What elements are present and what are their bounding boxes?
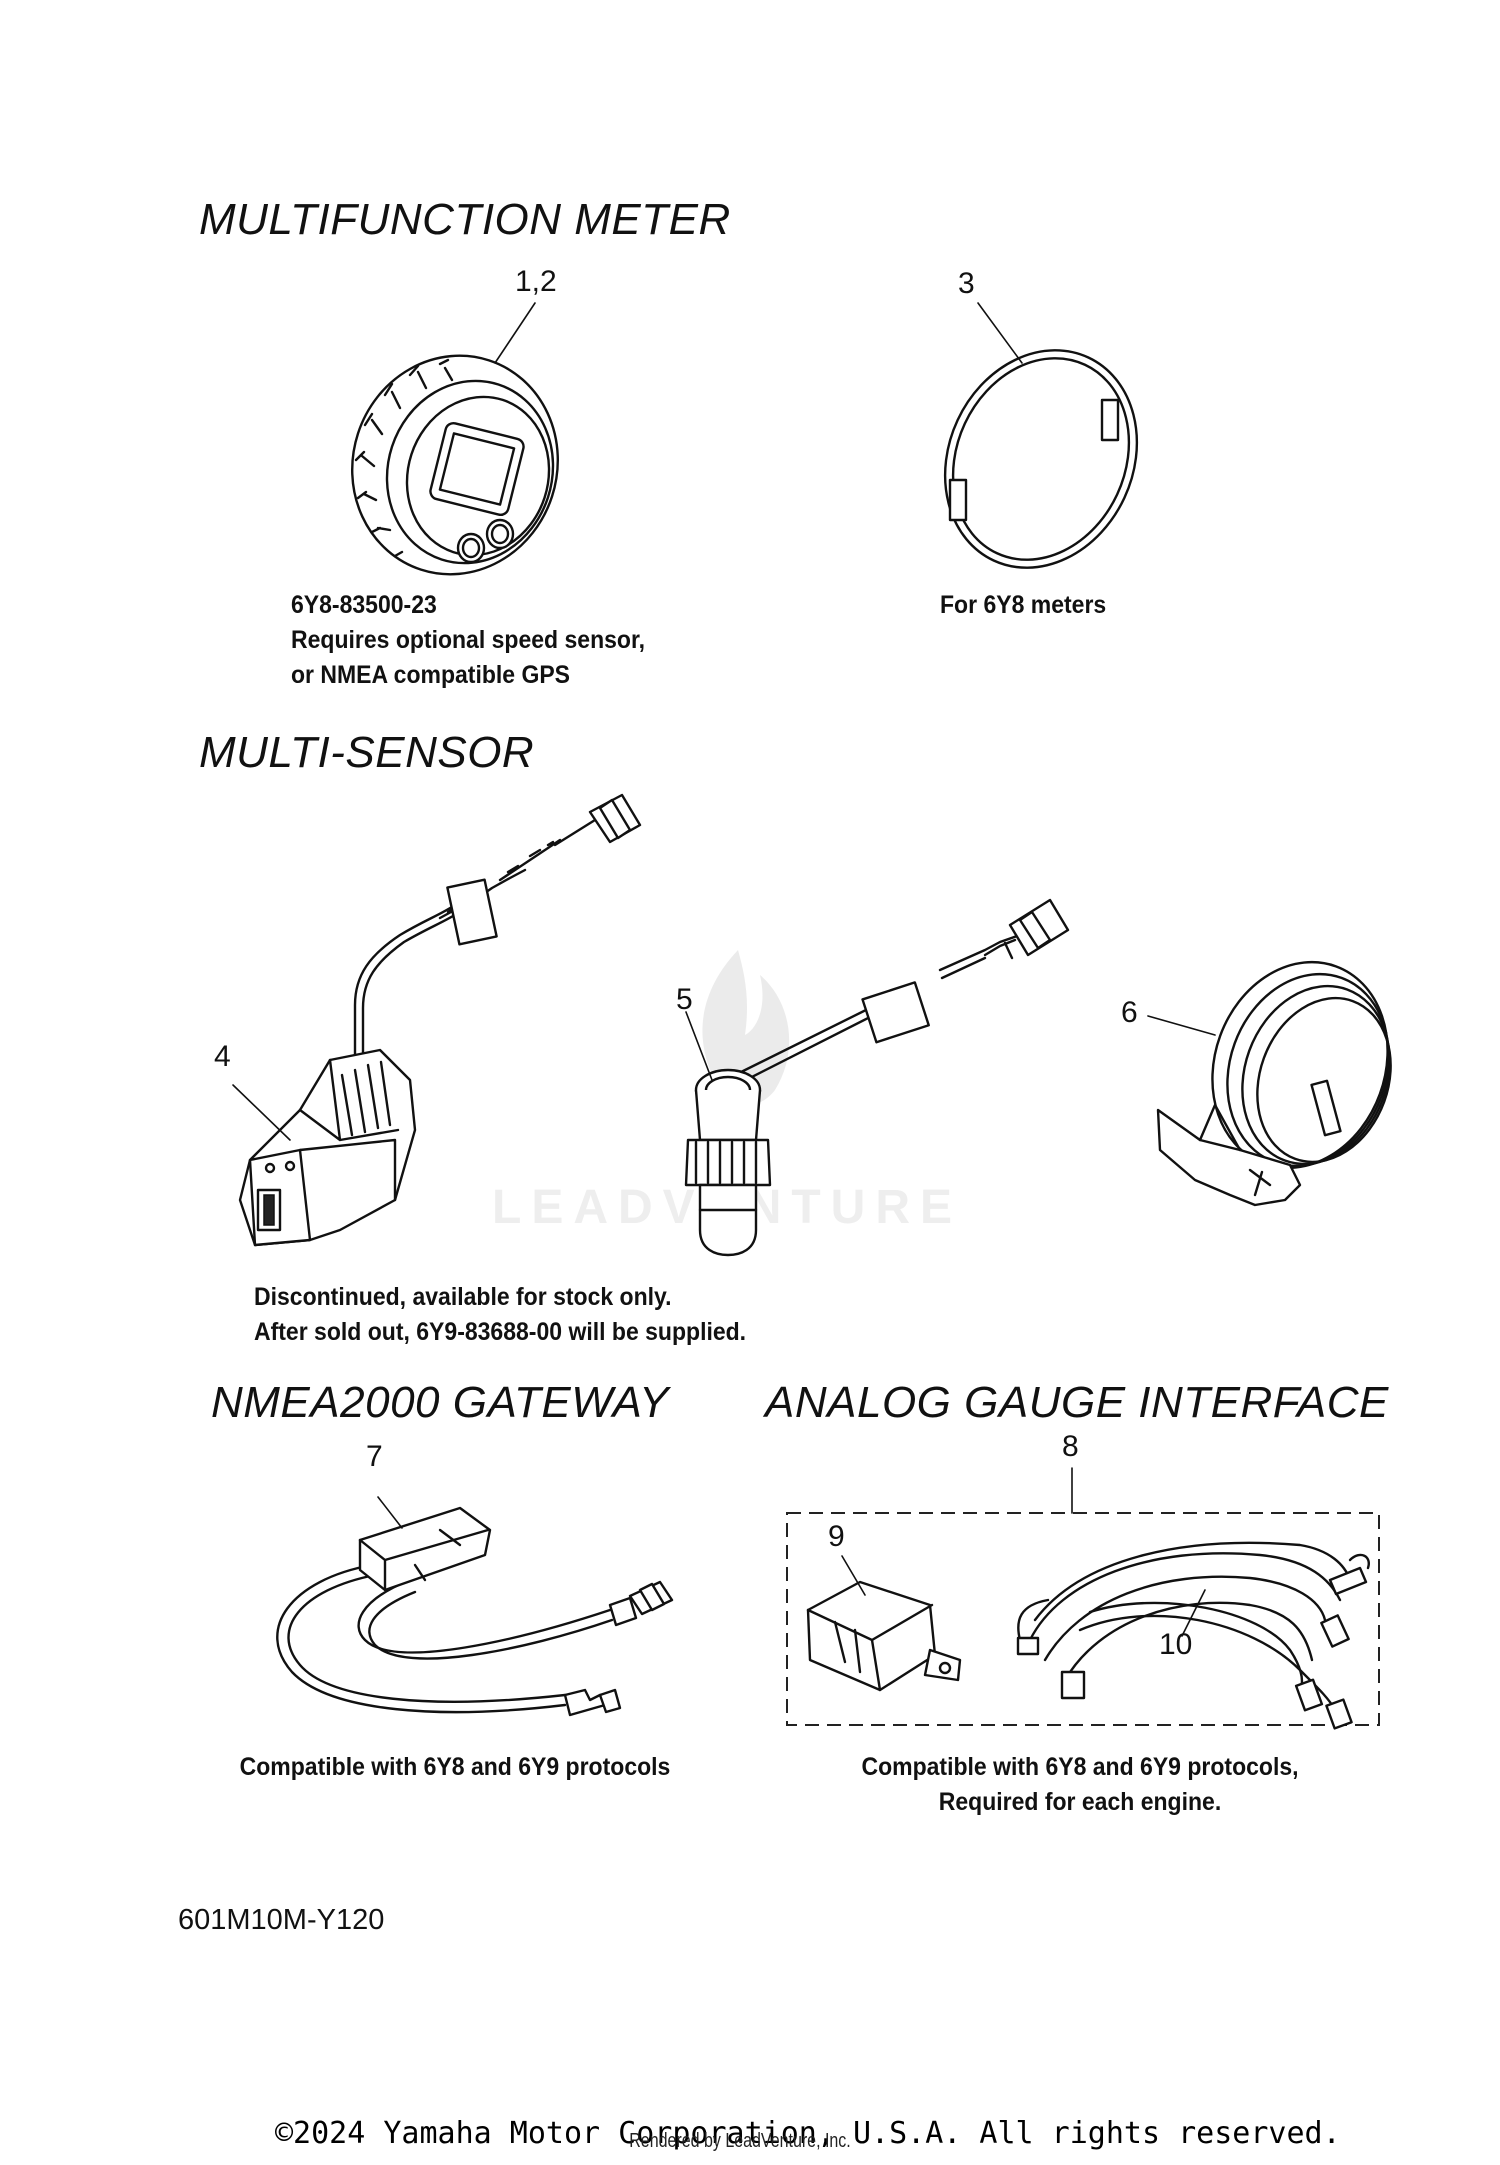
callout-10: 10	[1159, 1628, 1193, 1661]
copyright-notice: ©2024 Yamaha Motor Corporation, U.S.A. A…	[275, 2116, 1341, 2151]
section-heading-multifunction-meter: MULTIFUNCTION METER	[199, 195, 731, 244]
section-heading-nmea-gateway: NMEA2000 GATEWAY	[211, 1378, 669, 1427]
ring-note-line: For 6Y8 meters	[940, 591, 1107, 619]
leader-line-9	[841, 1555, 866, 1596]
interface-module-icon	[806, 1580, 962, 1692]
leader-line-4	[232, 1084, 291, 1141]
meter-note-line: 6Y8-83500-23	[291, 591, 437, 619]
callout-5: 5	[676, 983, 693, 1016]
leader-line-7	[377, 1496, 403, 1529]
section-heading-multi-sensor: MULTI-SENSOR	[199, 728, 535, 777]
callout-6: 6	[1121, 996, 1138, 1029]
callout-1-2: 1,2	[515, 265, 557, 298]
interface-note-line: Required for each engine.	[938, 1788, 1222, 1816]
meter-part-note: 6Y8-83500-23 Requires optional speed sen…	[291, 588, 645, 693]
meter-note-line: Requires optional speed sensor,	[291, 626, 646, 654]
callout-9: 9	[828, 1520, 845, 1553]
leader-line-10	[1181, 1589, 1206, 1637]
thru-hull-sensor-icon	[684, 898, 1070, 1257]
gateway-part-note: Compatible with 6Y8 and 6Y9 protocols	[225, 1750, 685, 1785]
sensor-part-note: Discontinued, available for stock only. …	[254, 1280, 746, 1350]
sensor-note-line: After sold out, 6Y9-83688-00 will be sup…	[254, 1318, 747, 1346]
interface-note-line: Compatible with 6Y8 and 6Y9 protocols,	[861, 1753, 1299, 1781]
gateway-module-icon	[276, 1506, 674, 1717]
callout-8: 8	[1062, 1430, 1079, 1463]
callout-4: 4	[214, 1040, 231, 1073]
ring-part-note: For 6Y8 meters	[940, 588, 1106, 623]
diagram-code: 601M10M-Y120	[178, 1904, 385, 1936]
wire-harness-icon	[1016, 1541, 1370, 1730]
meter-gauge-icon	[351, 354, 559, 576]
meter-note-line: or NMEA compatible GPS	[291, 661, 571, 689]
leader-line-3	[977, 302, 1023, 364]
transom-sensor-icon	[238, 793, 642, 1247]
interface-kit-box	[786, 1512, 1380, 1726]
leader-line-5	[685, 1011, 713, 1081]
wired-sensor-icon	[1156, 960, 1392, 1207]
callout-7: 7	[366, 1440, 383, 1473]
section-heading-analog-interface: ANALOG GAUGE INTERFACE	[765, 1378, 1389, 1427]
leader-line-1-2	[494, 302, 536, 364]
interface-part-note: Compatible with 6Y8 and 6Y9 protocols, R…	[832, 1750, 1329, 1820]
gateway-note-line: Compatible with 6Y8 and 6Y9 protocols	[239, 1753, 671, 1781]
leader-line-6	[1147, 1015, 1216, 1036]
sensor-note-line: Discontinued, available for stock only.	[254, 1283, 672, 1311]
rendered-by-credit: Rendered by LeadVenture, Inc.	[629, 2130, 851, 2152]
callout-3: 3	[958, 267, 975, 300]
mounting-ring-icon	[943, 349, 1139, 569]
watermark-logo	[702, 950, 790, 1105]
